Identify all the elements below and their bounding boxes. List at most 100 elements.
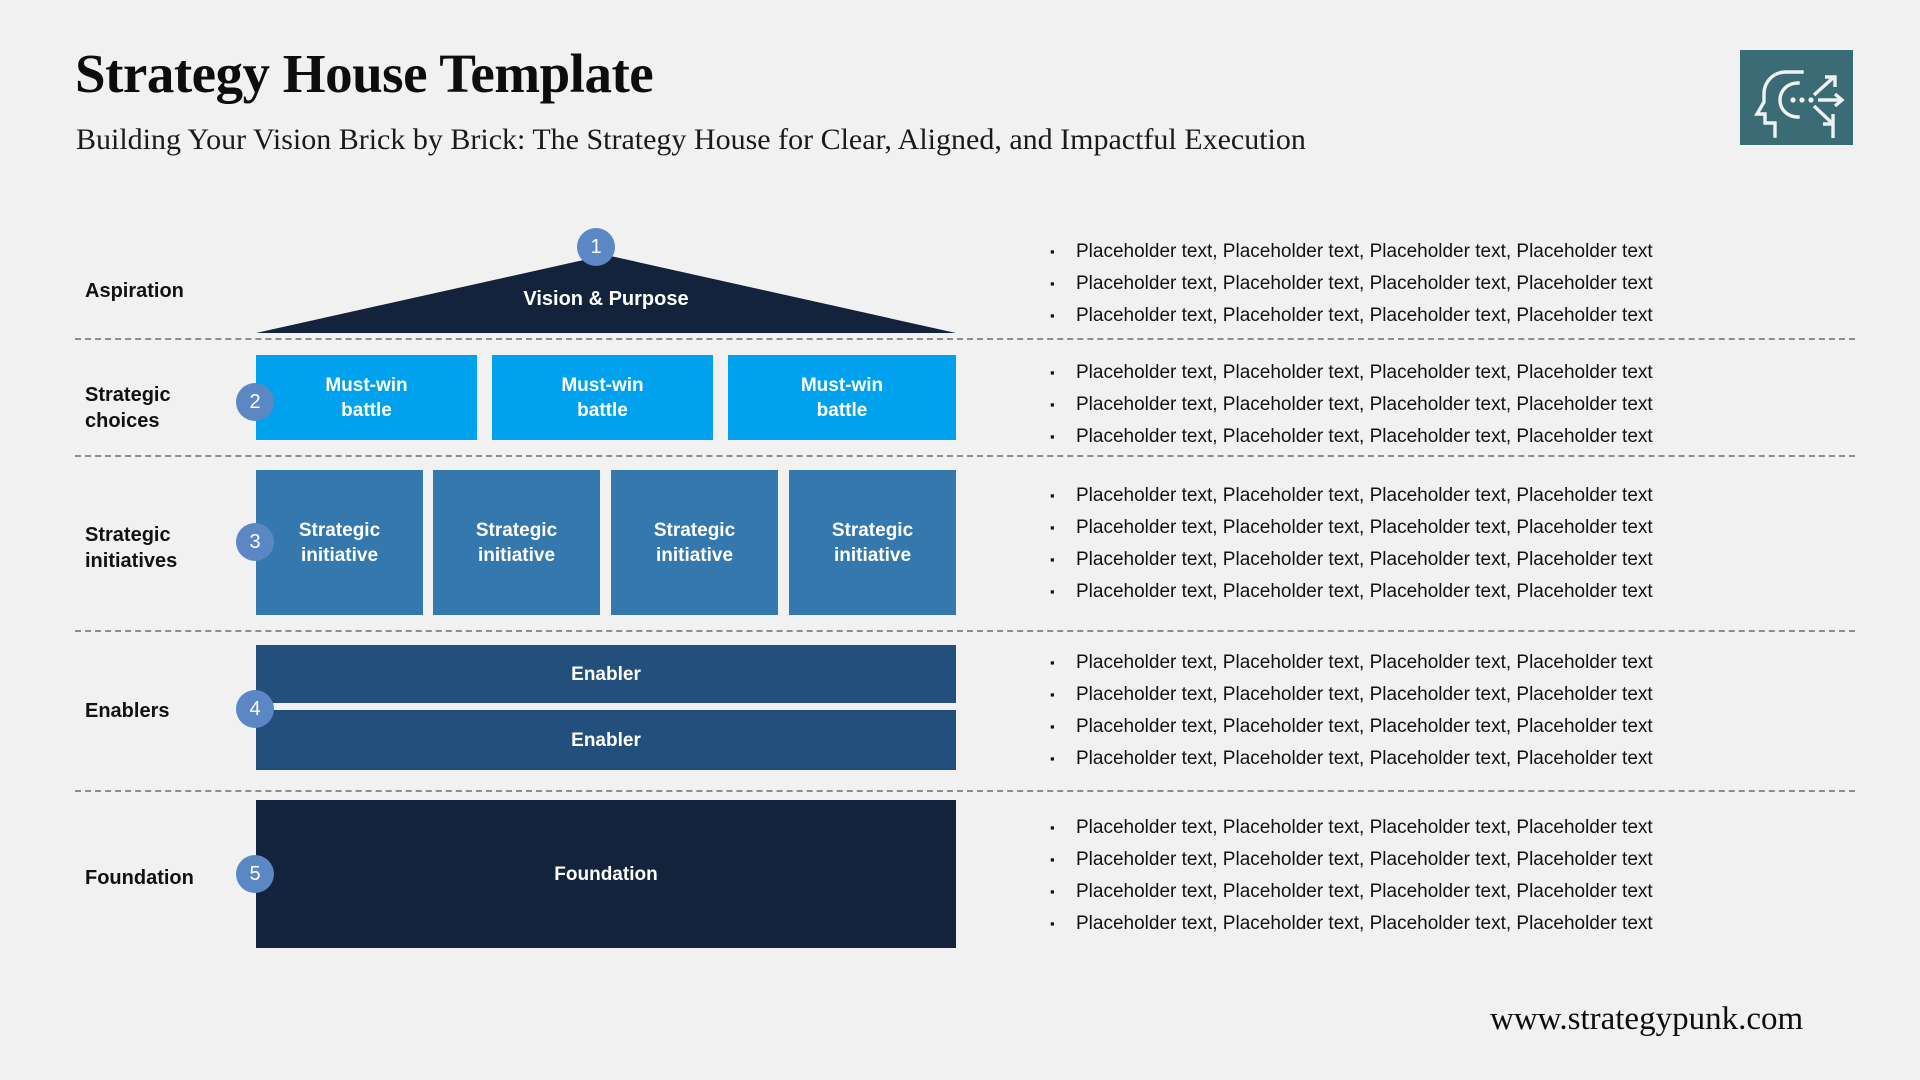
- bullet-square-icon: ▪: [1050, 852, 1055, 867]
- bullet-group-aspiration: ▪ Placeholder text, Placeholder text, Pla…: [1050, 236, 1653, 332]
- strategic-initiative-block-2[interactable]: Strategic initiative: [433, 470, 600, 615]
- bullet-group-foundation: ▪ Placeholder text, Placeholder text, Pla…: [1050, 812, 1653, 940]
- bullet-text: Placeholder text, Placeholder text, Plac…: [1076, 817, 1653, 838]
- badge-1[interactable]: 1: [577, 228, 615, 266]
- row-label-line2: choices: [85, 410, 160, 432]
- row-label-aspiration: Aspiration: [85, 280, 184, 302]
- bullet-item: ▪ Placeholder text, Placeholder text, Pla…: [1050, 844, 1653, 876]
- page-title: Strategy House Template: [75, 43, 654, 104]
- badge-2[interactable]: 2: [236, 383, 274, 421]
- bullet-item: ▪ Placeholder text, Placeholder text, Pla…: [1050, 512, 1653, 544]
- row-label-strategic-initiatives: Strategic initiatives: [85, 522, 245, 574]
- bullet-square-icon: ▪: [1050, 276, 1055, 291]
- bullet-text: Placeholder text, Placeholder text, Plac…: [1076, 362, 1653, 383]
- bullet-square-icon: ▪: [1050, 719, 1055, 734]
- bullet-item: ▪ Placeholder text, Placeholder text, Pla…: [1050, 389, 1653, 421]
- must-win-battle-block-2[interactable]: Must-win battle: [492, 355, 713, 440]
- bullet-text: Placeholder text, Placeholder text, Plac…: [1076, 517, 1653, 538]
- bullet-square-icon: ▪: [1050, 687, 1055, 702]
- bullet-item: ▪ Placeholder text, Placeholder text, Pla…: [1050, 711, 1653, 743]
- bullet-item: ▪ Placeholder text, Placeholder text, Pla…: [1050, 908, 1653, 940]
- divider-initiatives-enablers: [75, 630, 1855, 632]
- row-label-line1: Strategic: [85, 384, 171, 406]
- bullet-group-enablers: ▪ Placeholder text, Placeholder text, Pla…: [1050, 647, 1653, 775]
- bullet-item: ▪ Placeholder text, Placeholder text, Pla…: [1050, 357, 1653, 389]
- block-line2: initiative: [300, 544, 379, 566]
- badge-4[interactable]: 4: [236, 690, 274, 728]
- bullet-text: Placeholder text, Placeholder text, Plac…: [1076, 305, 1653, 326]
- bullet-text: Placeholder text, Placeholder text, Plac…: [1076, 684, 1653, 705]
- bullet-text: Placeholder text, Placeholder text, Plac…: [1076, 849, 1653, 870]
- block-line1: Strategic: [475, 519, 558, 541]
- row-label-strategic-choices: Strategic choices: [85, 382, 245, 434]
- bullet-group-strategic-choices: ▪ Placeholder text, Placeholder text, Pla…: [1050, 357, 1653, 453]
- bullet-square-icon: ▪: [1050, 584, 1055, 599]
- bullet-item: ▪ Placeholder text, Placeholder text, Pla…: [1050, 421, 1653, 453]
- bullet-item: ▪Placeholder text, Placeholder text, Pla…: [1050, 647, 1653, 679]
- badge-3[interactable]: 3: [236, 523, 274, 561]
- enabler-block-2[interactable]: Enabler: [256, 710, 956, 770]
- bullet-text: Placeholder text, Placeholder text, Plac…: [1076, 485, 1653, 506]
- block-line2: battle: [816, 399, 868, 421]
- strategic-initiative-block-4[interactable]: Strategic initiative: [789, 470, 956, 615]
- bullet-item: ▪ Placeholder text, Placeholder text, Pla…: [1050, 743, 1653, 775]
- block-line2: initiative: [477, 544, 556, 566]
- block-line1: Must-win: [325, 374, 408, 396]
- row-label-line1: Strategic: [85, 524, 171, 546]
- bullet-square-icon: ▪: [1050, 365, 1055, 380]
- block-line2: initiative: [655, 544, 734, 566]
- bullet-square-icon: ▪: [1050, 244, 1055, 259]
- divider-aspiration-choices: [75, 338, 1855, 340]
- foundation-block[interactable]: Foundation: [256, 800, 956, 948]
- bullet-item: ▪ Placeholder text, Placeholder text, Pla…: [1050, 812, 1653, 844]
- strategic-initiative-block-3[interactable]: Strategic initiative: [611, 470, 778, 615]
- bullet-text: Placeholder text, Placeholder text, Plac…: [1076, 549, 1653, 570]
- bullet-text: Placeholder text, Placeholder text, Plac…: [1076, 716, 1653, 737]
- bullet-square-icon: ▪: [1050, 429, 1055, 444]
- block-line1: Must-win: [800, 374, 884, 396]
- bullet-item: ▪ Placeholder text, Placeholder text, Pla…: [1050, 679, 1653, 711]
- must-win-battle-block-3[interactable]: Must-win battle: [728, 355, 956, 440]
- bullet-text: Placeholder text, Placeholder text, Plac…: [1076, 748, 1653, 769]
- divider-choices-initiatives: [75, 455, 1855, 457]
- roof-shape[interactable]: [256, 255, 956, 333]
- badge-5[interactable]: 5: [236, 855, 274, 893]
- bullet-square-icon: ▪: [1050, 751, 1055, 766]
- bullet-text: Placeholder text, Placeholder text, Plac…: [1076, 241, 1653, 262]
- bullet-square-icon: ▪: [1050, 820, 1055, 835]
- bullet-text: Placeholder text, Placeholder text, Plac…: [1076, 426, 1653, 447]
- block-line1: Strategic: [298, 519, 381, 541]
- block-line1: Strategic: [653, 519, 736, 541]
- bullet-item: ▪Placeholder text, Placeholder text, Pla…: [1050, 576, 1653, 608]
- bullet-square-icon: ▪: [1050, 520, 1055, 535]
- footer-website-url[interactable]: www.strategypunk.com: [1490, 1001, 1804, 1037]
- divider-enablers-foundation: [75, 790, 1855, 792]
- bullet-group-strategic-initiatives: ▪ Placeholder text, Placeholder text, Pla…: [1050, 480, 1653, 608]
- must-win-battle-block-1[interactable]: Must-win battle: [256, 355, 477, 440]
- roof-label: Vision & Purpose: [523, 288, 689, 310]
- enabler-block-1[interactable]: Enabler: [256, 645, 956, 703]
- row-label-foundation: Foundation: [85, 867, 194, 889]
- block-line2: battle: [577, 399, 628, 421]
- strategic-initiative-block-1[interactable]: Strategic initiative: [256, 470, 423, 615]
- page-subtitle: Building Your Vision Brick by Brick: The…: [76, 123, 1306, 156]
- block-line2: battle: [341, 399, 392, 421]
- bullet-square-icon: ▪: [1050, 397, 1055, 412]
- bullet-item: ▪ Placeholder text, Placeholder text, Pla…: [1050, 480, 1653, 512]
- bullet-square-icon: ▪: [1050, 655, 1055, 670]
- block-line1: Strategic: [831, 519, 914, 541]
- bullet-square-icon: ▪: [1050, 916, 1055, 931]
- bullet-text: Placeholder text, Placeholder text, Plac…: [1076, 394, 1653, 415]
- bullet-item: ▪ Placeholder text, Placeholder text, Pla…: [1050, 268, 1653, 300]
- bullet-square-icon: ▪: [1050, 488, 1055, 503]
- bullet-square-icon: ▪: [1050, 308, 1055, 323]
- block-line2: initiative: [833, 544, 912, 566]
- bullet-item: ▪ Placeholder text, Placeholder text, Pla…: [1050, 300, 1653, 332]
- bullet-square-icon: ▪: [1050, 884, 1055, 899]
- bullet-text: Placeholder text, Placeholder text, Plac…: [1076, 881, 1653, 902]
- row-label-enablers: Enablers: [85, 700, 170, 722]
- bullet-text: Placeholder text, Placeholder text, Plac…: [1076, 913, 1653, 934]
- bullet-text: Placeholder text, Placeholder text, Plac…: [1076, 273, 1653, 294]
- bullet-item: ▪Placeholder text, Placeholder text, Pla…: [1050, 544, 1653, 576]
